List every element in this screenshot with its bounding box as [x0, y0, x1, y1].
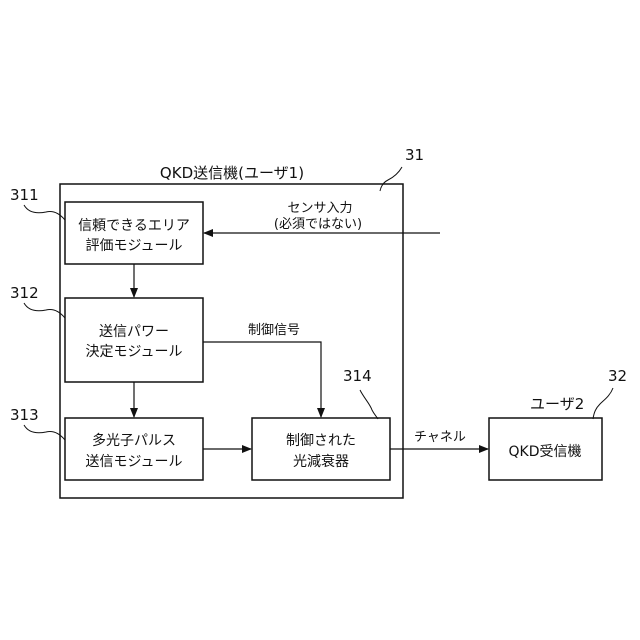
- multi-photon-ref-leader: [24, 425, 65, 440]
- multi-photon-pulse-module: [65, 418, 203, 480]
- multi-photon-module-line2: 送信モジュール: [85, 454, 182, 470]
- channel-label: チャネル: [414, 430, 466, 445]
- reliable-area-module-line1: 信頼できるエリア: [78, 218, 190, 234]
- receiver-user-label: ユーザ2: [530, 395, 584, 413]
- power-decision-module-line2: 決定モジュール: [85, 344, 182, 360]
- power-decision-ref-number: 312: [10, 284, 39, 302]
- controlled-attenuator-module: [252, 418, 390, 480]
- reliable-area-module-line2: 評価モジュール: [85, 238, 182, 254]
- multi-photon-module-line1: 多光子パルス: [92, 432, 176, 449]
- receiver-ref-number: 32: [608, 367, 627, 385]
- transmitter-ref-number: 31: [405, 146, 424, 164]
- sensor-input-label-line1: センサ入力: [287, 201, 352, 216]
- attenuator-module-line2: 光減衰器: [293, 453, 349, 470]
- power-decision-ref-leader: [24, 303, 65, 318]
- control-signal-label: 制御信号: [248, 323, 300, 338]
- attenuator-ref-number: 314: [343, 367, 372, 385]
- qkd-receiver-label: QKD受信機: [509, 444, 582, 460]
- multi-photon-ref-number: 313: [10, 406, 39, 424]
- power-decision-module-line1: 送信パワー: [99, 324, 169, 340]
- transmitter-title: QKD送信機(ユーザ1): [160, 164, 304, 182]
- attenuator-module-line1: 制御された: [286, 433, 356, 449]
- reliable-area-ref-leader: [24, 205, 65, 220]
- sensor-input-label-line2: (必須ではない): [274, 217, 362, 232]
- reliable-area-ref-number: 311: [10, 186, 39, 204]
- receiver-ref-leader: [593, 388, 613, 419]
- power-decision-module: [65, 298, 203, 382]
